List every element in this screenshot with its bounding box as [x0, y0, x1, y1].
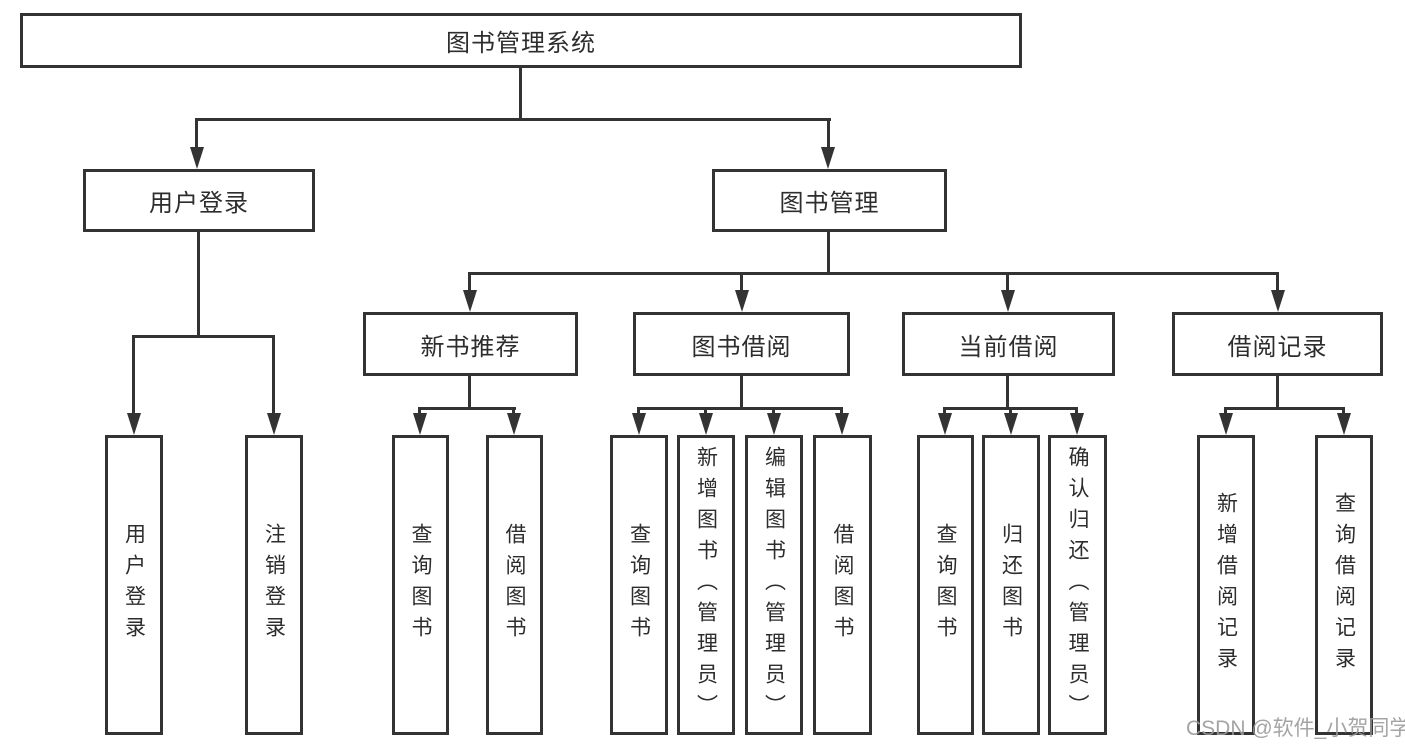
connector-arrowhead: [463, 290, 477, 312]
leaf-query-borrow-record: 查询借阅记录: [1315, 435, 1373, 735]
leaf-return-book: 归还图书: [982, 435, 1040, 735]
connector-arrowhead: [835, 413, 849, 435]
connector-arrowhead: [1271, 290, 1285, 312]
connector-arrowhead: [190, 147, 204, 169]
leaf-label: 编辑图书（管理员）: [762, 445, 786, 725]
connector-line: [1276, 272, 1279, 296]
leaf-edit-book-admin: 编辑图书（管理员）: [745, 435, 803, 735]
connector-line: [418, 407, 516, 410]
connector-line: [468, 272, 471, 296]
connector-arrowhead: [938, 413, 952, 435]
leaf-label: 查询图书: [627, 523, 651, 647]
leaf-borrow-books-recommend: 借阅图书: [486, 435, 543, 735]
leaf-label: 查询图书: [409, 523, 432, 647]
leaf-label: 借阅图书: [831, 523, 854, 647]
node-user-login: 用户登录: [83, 169, 315, 232]
node-label: 借阅记录: [1227, 333, 1328, 361]
connector-arrowhead: [127, 413, 141, 435]
node-borrowing-records: 借阅记录: [1172, 312, 1383, 376]
connector-arrowhead: [507, 413, 521, 435]
connector-line: [132, 335, 275, 338]
connector-line: [272, 335, 275, 417]
leaf-label: 借阅图书: [503, 523, 526, 647]
node-label: 当前借阅: [958, 333, 1059, 361]
node-new-book-recommendation: 新书推荐: [363, 312, 578, 376]
connector-arrowhead: [1004, 413, 1018, 435]
leaf-confirm-return-admin: 确认归还（管理员）: [1048, 435, 1107, 735]
leaf-label: 查询图书: [934, 523, 957, 647]
node-label: 图书管理系统: [446, 30, 596, 57]
leaf-label: 新增借阅记录: [1214, 492, 1238, 678]
leaf-borrow-books-borrowing: 借阅图书: [813, 435, 872, 735]
connector-line: [1276, 374, 1279, 409]
connector-arrowhead: [1001, 290, 1015, 312]
node-label: 图书管理: [779, 190, 880, 217]
connector-line: [827, 118, 830, 152]
leaf-add-borrow-record: 新增借阅记录: [1197, 435, 1255, 735]
leaf-query-books-borrowing: 查询图书: [610, 435, 668, 735]
connector-line: [132, 335, 135, 417]
leaf-label: 查询借阅记录: [1332, 492, 1356, 678]
watermark: CSDN @软件_小贺同学: [1186, 717, 1405, 740]
leaf-label: 注销登录: [262, 523, 286, 647]
connector-line: [1224, 407, 1345, 410]
connector-line: [740, 272, 743, 296]
connector-arrowhead: [821, 147, 835, 169]
leaf-user-login: 用户登录: [105, 435, 163, 735]
leaf-query-books-current: 查询图书: [917, 435, 974, 735]
connector-arrowhead: [1070, 413, 1084, 435]
leaf-logout: 注销登录: [245, 435, 303, 735]
connector-line: [827, 230, 830, 274]
connector-line: [1006, 272, 1009, 296]
connector-arrowhead: [267, 413, 281, 435]
connector-line: [197, 230, 200, 336]
node-current-borrowing: 当前借阅: [902, 312, 1115, 376]
leaf-label: 新增图书（管理员）: [694, 445, 718, 725]
connector-arrowhead: [632, 413, 646, 435]
node-book-management: 图书管理: [712, 169, 947, 232]
connector-line: [468, 272, 1279, 275]
node-book-borrowing: 图书借阅: [633, 312, 850, 376]
connector-arrowhead: [767, 413, 781, 435]
node-label: 新书推荐: [420, 333, 521, 361]
node-library-system: 图书管理系统: [20, 13, 1022, 68]
connector-arrowhead: [699, 413, 713, 435]
node-label: 图书借阅: [691, 333, 792, 361]
connector-line: [740, 374, 743, 409]
connector-line: [195, 118, 831, 121]
connector-line: [637, 407, 843, 410]
leaf-label: 用户登录: [122, 523, 146, 647]
connector-arrowhead: [735, 290, 749, 312]
connector-arrowhead: [1219, 413, 1233, 435]
connector-arrowhead: [413, 413, 427, 435]
connector-line: [468, 374, 471, 409]
connector-line: [195, 118, 198, 152]
connector-line: [519, 66, 522, 120]
leaf-label: 归还图书: [999, 523, 1023, 647]
connector-arrowhead: [1337, 413, 1351, 435]
leaf-query-books-recommend: 查询图书: [392, 435, 449, 735]
leaf-add-book-admin: 新增图书（管理员）: [677, 435, 735, 735]
connector-line: [1006, 374, 1009, 409]
leaf-label: 确认归还（管理员）: [1066, 445, 1089, 725]
node-label: 用户登录: [149, 190, 249, 217]
